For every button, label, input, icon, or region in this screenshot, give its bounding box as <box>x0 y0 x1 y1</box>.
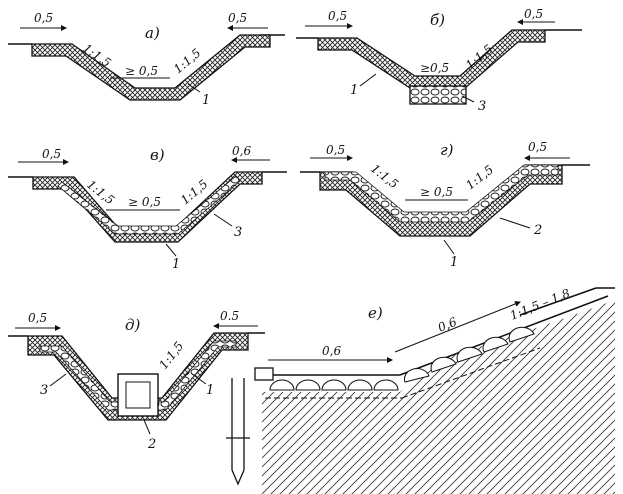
callout-3: 3 <box>234 225 242 240</box>
panel-letter: г) <box>440 141 454 159</box>
panel-g: 0,5 0,5 1:1,5 1:1,5 ≥ 0,5 г) 2 1 <box>300 140 590 270</box>
callout-leader <box>499 217 531 229</box>
callout-1: 1 <box>172 257 180 272</box>
label-slope-right: 1:1,5 <box>463 162 496 192</box>
callout-leader <box>213 213 233 227</box>
stone-layer <box>324 164 559 223</box>
panel-letter: д) <box>125 316 141 334</box>
panel-letter: е) <box>368 304 383 322</box>
panel-letter: а) <box>145 24 160 42</box>
panel-letter: б) <box>430 11 445 29</box>
callout-leader <box>49 373 67 387</box>
label-top-left: 0,5 <box>28 311 47 325</box>
panel-d: 0,5 0.5 1:1,5 д) 3 1 2 <box>8 309 265 452</box>
callout-1: 1 <box>206 383 214 398</box>
callout-2: 2 <box>147 437 156 452</box>
panel-b: 0,5 0,5 1:1,5 ≥0,5 б) 1 3 <box>296 7 582 114</box>
label-slope: 0,6 <box>436 315 459 335</box>
callout-3: 3 <box>40 383 48 398</box>
callout-leader <box>165 243 177 257</box>
inner-dash-slope <box>401 347 541 399</box>
label-bottom: ≥0,5 <box>420 61 449 75</box>
label-top-left: 0,5 <box>328 9 347 23</box>
panel-e: 0,6 0,6 1:1,5 – 1,8 е) <box>226 286 615 494</box>
label-bottom: ≥ 0,5 <box>420 185 453 199</box>
callout-1: 1 <box>202 93 210 108</box>
bank-top-line <box>519 287 597 316</box>
edge-beam <box>254 367 274 381</box>
dim-slope <box>394 301 521 353</box>
drain-pipe-inner <box>125 381 151 409</box>
lining-band <box>31 34 271 101</box>
callout-leader <box>143 419 151 435</box>
label-top-right: 0,5 <box>528 140 547 154</box>
label-top-left: 0,5 <box>326 143 345 157</box>
stone-layer <box>57 175 241 235</box>
panel-letter: в) <box>150 146 165 164</box>
label-top-left: 0,5 <box>34 11 53 25</box>
label-top-right: 0.5 <box>220 309 239 323</box>
callout-1: 1 <box>350 83 358 98</box>
callout-1: 1 <box>450 255 458 270</box>
panel-a: 0,5 0,5 1:1,5 1:1,5 ≥ 0,5 а) 1 <box>8 11 285 108</box>
panel-v: 0,5 0,6 1:1,5 1:1,5 ≥ 0,5 в) 3 1 <box>8 144 287 272</box>
label-ratio: 1:1,5 – 1,8 <box>508 286 572 323</box>
callout-leader <box>443 239 455 255</box>
callout-leader <box>187 83 201 93</box>
label-bottom: ≥ 0,5 <box>128 195 161 209</box>
callout-leader <box>461 95 475 103</box>
stone-filter <box>409 85 467 105</box>
stone-layer <box>39 340 237 411</box>
pile <box>226 378 250 486</box>
stone-row <box>269 326 535 391</box>
label-top-right: 0,5 <box>524 7 543 21</box>
soil-mass-hatched <box>262 300 615 494</box>
lining-band <box>317 29 546 89</box>
label-top-right: 0,5 <box>228 11 247 25</box>
label-bottom: ≥ 0,5 <box>125 64 158 78</box>
label-top-right: 0,6 <box>232 144 251 158</box>
label-slope-right: 1:1,5 <box>156 339 186 372</box>
callout-leader <box>359 73 377 87</box>
callout-leader <box>191 373 207 385</box>
label-top-left: 0,5 <box>42 147 61 161</box>
callout-3: 3 <box>478 99 486 114</box>
callout-2: 2 <box>533 223 542 238</box>
label-top: 0,6 <box>322 344 341 358</box>
